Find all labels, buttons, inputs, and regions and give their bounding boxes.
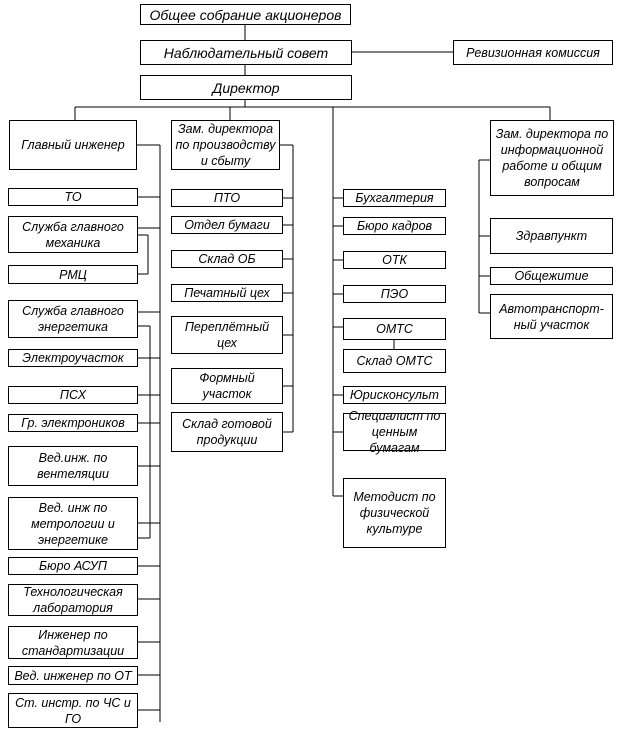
box-paper-department: Отдел бумаги — [171, 216, 283, 234]
box-paper-warehouse: Склад ОБ — [171, 250, 283, 268]
box-audit-commission: Ревизионная комиссия — [453, 40, 613, 65]
box-physical-culture-methodist: Методист по физической культуре — [343, 478, 446, 548]
box-director: Директор — [140, 75, 352, 100]
box-omts-warehouse: Склад ОМТС — [343, 349, 446, 373]
box-otk: ОТК — [343, 251, 446, 269]
box-dormitory: Общежитие — [490, 267, 613, 285]
box-chief-energetic-service: Служба главного энергетика — [8, 300, 138, 338]
box-chief-engineer: Главный инженер — [9, 120, 137, 170]
box-shareholders-meeting: Общее собрание акционеров — [140, 4, 351, 25]
box-deputy-production: Зам. директора по производству и сбыту — [171, 120, 280, 170]
box-hr-bureau: Бюро кадров — [343, 217, 446, 235]
box-deputy-info: Зам. директора по информационной работе … — [490, 120, 614, 196]
box-peo: ПЭО — [343, 285, 446, 303]
box-rmc: РМЦ — [8, 265, 138, 284]
box-ventilation-engineer: Вед.инж. по вентеляции — [8, 446, 138, 486]
box-psh: ПСХ — [8, 386, 138, 404]
box-chief-mechanic-service: Служба главного механика — [8, 216, 138, 253]
box-legal-adviser: Юрисконсульт — [343, 386, 446, 404]
box-finished-goods-warehouse: Склад готовой продукции — [171, 412, 283, 452]
box-to: ТО — [8, 188, 138, 206]
box-securities-specialist: Специалист по ценным бумагам — [343, 409, 446, 455]
box-standardization-engineer: Инженер по стандартизации — [8, 626, 138, 659]
box-electronics-group: Гр. электроников — [8, 414, 138, 432]
box-metrology-engineer: Вед. инж по метрологии и энергетике — [8, 497, 138, 550]
box-labor-safety-engineer: Вед. инженер по ОТ — [8, 666, 138, 685]
box-tech-laboratory: Технологическая лаборатория — [8, 584, 138, 616]
box-health-post: Здравпункт — [490, 218, 613, 254]
box-electro-section: Электроучасток — [8, 349, 138, 367]
box-emergency-instructor: Ст. инстр. по ЧС и ГО — [8, 693, 138, 728]
box-printing-shop: Печатный цех — [171, 284, 283, 302]
box-accounting: Бухгалтерия — [343, 189, 446, 207]
box-supervisory-board: Наблюдательный совет — [140, 40, 352, 65]
box-pto: ПТО — [171, 189, 283, 207]
box-binding-shop: Переплётный цех — [171, 316, 283, 354]
box-omts: ОМТС — [343, 318, 446, 340]
box-asup-bureau: Бюро АСУП — [8, 557, 138, 575]
box-form-section: Формный участок — [171, 368, 283, 404]
box-motor-transport-section: Автотранспорт-ный участок — [490, 294, 613, 339]
